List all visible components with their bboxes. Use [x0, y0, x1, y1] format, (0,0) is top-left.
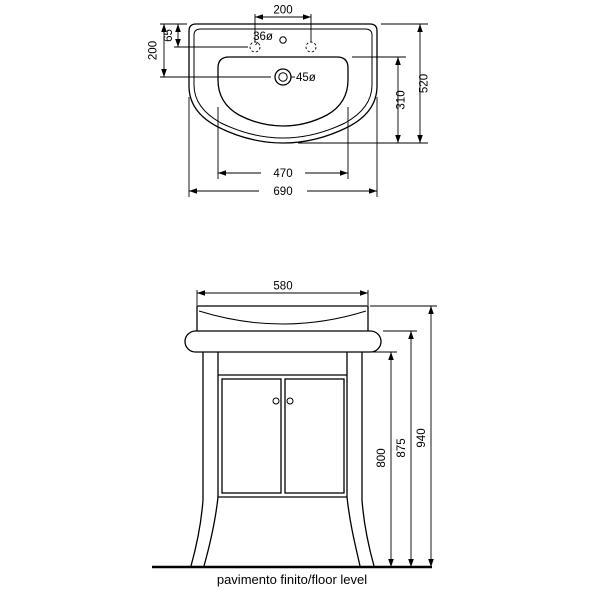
dim-label-tap-hole-diameter: 36ø — [253, 31, 273, 43]
drain-hole-outer — [274, 68, 292, 86]
basin-rim-front — [184, 330, 382, 353]
tap-hole-left — [249, 41, 261, 53]
dim-label-top-width: 580 — [273, 281, 292, 293]
dim-label-drain-diameter: 45ø — [296, 72, 316, 84]
basin-top-view: 36ø 45ø 200 65 200 520 310 470 — [148, 5, 431, 199]
door-knob-left — [272, 397, 280, 405]
tap-hole-center — [279, 36, 287, 44]
leg-right-outer-edge — [361, 499, 375, 567]
dim-label-rear-to-drain: 200 — [148, 41, 160, 60]
drain-hole-inner — [278, 72, 288, 82]
tap-hole-right — [305, 41, 317, 53]
door-knob-right — [286, 397, 294, 405]
leg-right-inner-edge — [346, 496, 361, 567]
dim-label-height-to-underside: 800 — [376, 448, 388, 467]
dim-label-overall-width: 690 — [273, 186, 292, 198]
tap-hole-leader-line — [255, 41, 259, 46]
basin-back-top-band — [196, 305, 369, 331]
cabinet-door-left — [221, 378, 282, 494]
floor-label: pavimento finito/floor level — [217, 572, 367, 587]
cabinet-door-right — [284, 378, 345, 494]
dim-label-bowl-depth: 310 — [396, 90, 408, 109]
dim-label-height-to-rim: 875 — [396, 438, 408, 457]
basin-front-profile-curve — [198, 310, 367, 325]
dim-label-tap-spacing: 200 — [273, 5, 292, 17]
dim-label-overall-depth: 520 — [419, 74, 431, 93]
dim-label-overall-height: 940 — [416, 428, 428, 447]
basin-inner-rim-outline — [193, 28, 373, 139]
leg-left-outer-edge — [190, 499, 204, 567]
dim-label-rear-to-taps: 65 — [163, 29, 175, 42]
basin-bowl-outline — [217, 56, 349, 127]
basin-outer-outline — [188, 23, 378, 144]
console-front-view: 580 pavimento finito/floor level 800 875 — [152, 281, 437, 587]
dim-label-bowl-width: 470 — [273, 168, 292, 180]
leg-left-inner-edge — [203, 496, 219, 567]
